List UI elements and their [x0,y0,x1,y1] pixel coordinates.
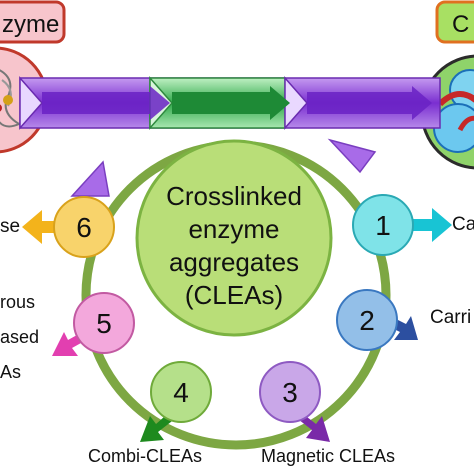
node-2-label: Carri [430,307,471,328]
enzyme-label-box: zyme [0,0,66,44]
center-line-2: enzyme [188,214,279,244]
process-band [19,76,441,130]
node-5-label-line-1: rous [0,292,35,312]
node-2-number: 2 [359,305,375,336]
node-5: 5 rous ased As [0,292,135,382]
arrow-node-6 [22,210,62,244]
node-3-label: Magnetic CLEAs [261,446,395,466]
node-3-number: 3 [282,377,298,408]
node-1-label: Ca [452,214,474,235]
triangle-right [327,138,377,174]
node-5-label-line-2: ased [0,327,39,347]
node-4: 4 Combi-CLEAs [88,361,212,466]
center-circle: Crosslinked enzyme aggregates (CLEAs) [135,139,333,337]
node-6: 6 se [0,196,115,258]
arrow-node-1 [412,208,452,242]
node-4-number: 4 [173,377,189,408]
node-6-label: se [0,216,20,237]
carrier-label-box: C [435,0,474,44]
triangle-left [70,160,110,197]
center-line-3: aggregates [169,247,299,277]
node-5-number: 5 [96,308,112,339]
node-6-number: 6 [76,212,92,243]
center-line-1: Crosslinked [166,181,302,211]
node-5-label-line-3: As [0,362,21,382]
node-4-label: Combi-CLEAs [88,446,202,466]
carrier-label: C [452,11,469,38]
center-line-4: (CLEAs) [185,280,283,310]
enzyme-label: zyme [2,11,59,38]
node-1: 1 Ca [352,194,474,256]
node-2: 2 Carri [336,289,471,351]
node-1-number: 1 [375,210,391,241]
node-3: 3 Magnetic CLEAs [259,361,395,466]
